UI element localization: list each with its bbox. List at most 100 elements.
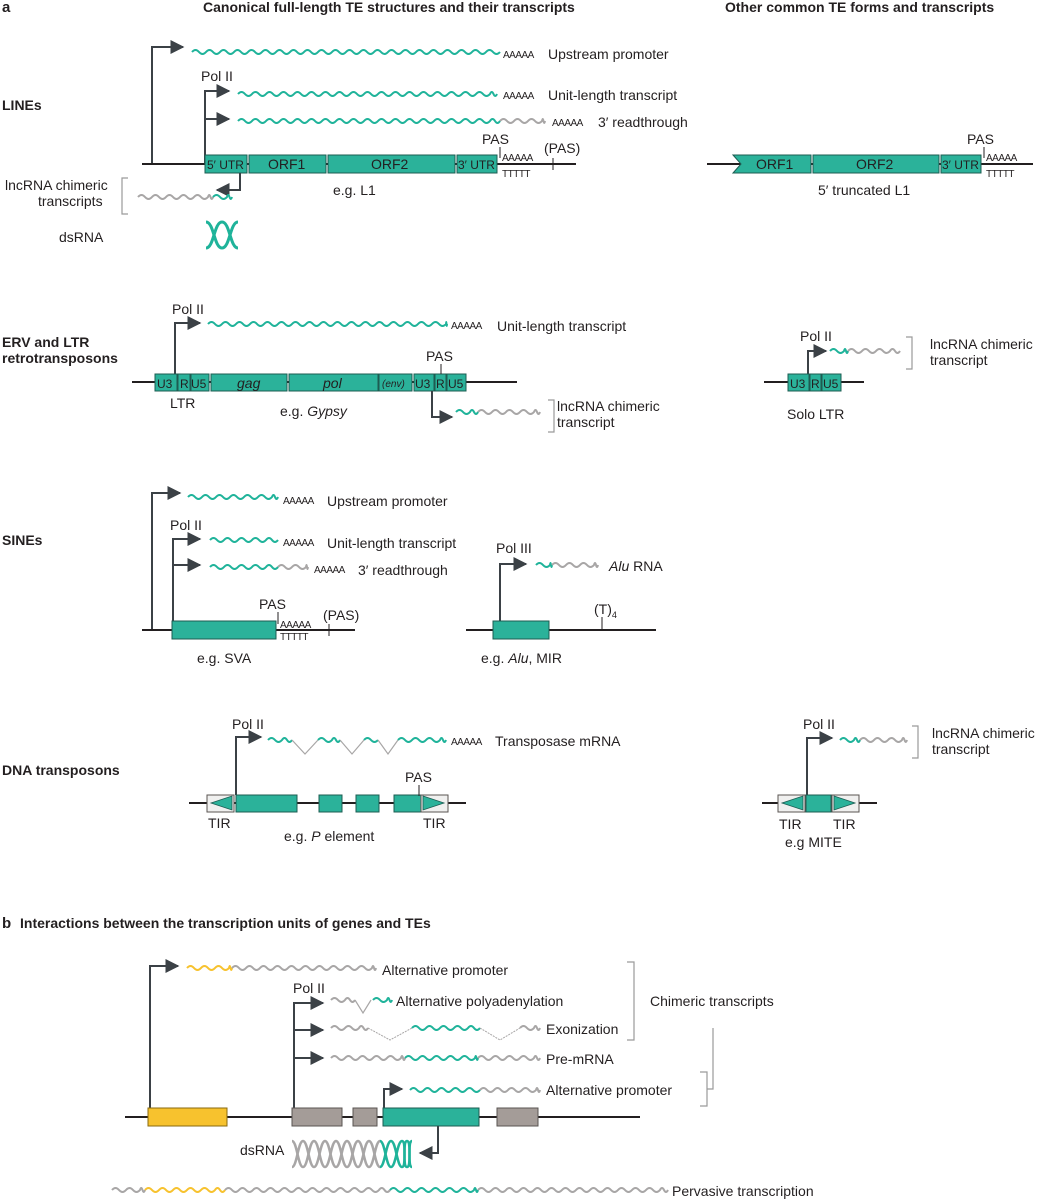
lines-unit-polya: AAAAA <box>503 91 535 102</box>
b-alt-promoter-label: Alternative promoter <box>382 962 508 978</box>
b-dsrna-strand <box>379 1139 414 1169</box>
lines-genome-polyt: TTTTT <box>502 169 530 180</box>
erv-lnc-grey <box>477 409 541 415</box>
b-altprom2-grey <box>479 1087 541 1093</box>
lines-antisense-arrow <box>215 173 241 197</box>
solo-r <box>809 373 822 392</box>
b-pol2-arrow <box>293 996 325 1117</box>
sines-upstream-arrow <box>151 486 182 630</box>
lines-lncrna-line1: lncRNA chimeric <box>5 177 108 193</box>
b-alt-promoter-arrow <box>149 959 180 1117</box>
lines-unit-label: Unit-length transcript <box>548 87 677 103</box>
lines-5utr-label: 5′ UTR <box>207 158 244 172</box>
dna-exon-4 <box>393 794 422 813</box>
erv-u5-right-label: U5 <box>448 377 464 391</box>
erv-u3-right-label: U3 <box>415 377 431 391</box>
b-gene-exon-3 <box>496 1107 539 1127</box>
erv-ltr: LTR <box>170 395 195 411</box>
mite-lnc-grey <box>859 737 908 743</box>
erv-gag-box <box>210 373 288 392</box>
erv-unit-label: Unit-length transcript <box>497 318 626 334</box>
upstream-promoter-arrow <box>151 40 185 164</box>
alu-rna-teal <box>535 562 553 568</box>
erv-lnc-line2: transcript <box>557 414 615 430</box>
alu-rna-grey <box>551 562 599 568</box>
solo-r-label: R <box>811 377 820 391</box>
b-bracket-1 <box>627 961 635 1041</box>
sines-genome-polya: AAAAA <box>280 620 312 631</box>
sines-unit-polya: AAAAA <box>283 538 315 549</box>
lines-3utr-box <box>456 154 498 174</box>
lines-lncrna-grey <box>137 194 214 200</box>
lines-upstream-polya: AAAAA <box>503 50 535 61</box>
b-exon-teal <box>411 1025 481 1031</box>
solo-pol2-arrow <box>807 344 828 374</box>
erv-r-left <box>177 373 191 392</box>
trunc-polya: AAAAA <box>986 153 1018 164</box>
lines-readthrough-rna-grey <box>499 118 546 124</box>
alu-pol3-arrow <box>499 557 528 622</box>
b-pervasive-teal <box>389 1187 479 1193</box>
erv-env-label: (env) <box>382 379 405 390</box>
trunc-pas: PAS <box>967 131 994 147</box>
lines-genome-polya: AAAAA <box>502 153 534 164</box>
b-exon-intron-2 <box>479 1027 521 1041</box>
dna-exon-3 <box>355 794 380 813</box>
dna-intron-2 <box>339 739 365 755</box>
solo-ltr-label: Solo LTR <box>787 406 844 422</box>
sines-upstream-label: Upstream promoter <box>327 493 448 509</box>
dna-tir-right-label: TIR <box>423 815 446 831</box>
erv-env-box <box>378 373 413 392</box>
sines-pol2-arrow <box>172 532 202 622</box>
lines-example: e.g. L1 <box>333 182 376 198</box>
solo-u5 <box>821 373 842 392</box>
lines-pas-paren: (PAS) <box>544 140 580 156</box>
dna-mrna-1 <box>267 737 293 743</box>
panel-b-title: Interactions between the transcription u… <box>20 915 431 931</box>
erv-lnc-bracket <box>548 399 555 433</box>
dna-example: e.g. P element <box>284 828 374 844</box>
dna-transposase-label: Transposase mRNA <box>495 733 621 749</box>
b-pervasive-grey-1 <box>111 1187 146 1193</box>
erv-u5-left <box>190 373 210 392</box>
b-apa-label: Alternative polyadenylation <box>396 993 563 1009</box>
dna-tir-right-arrow <box>422 795 446 811</box>
lines-dsrna-strand-1 <box>205 220 239 250</box>
b-altprom2-teal <box>409 1087 481 1093</box>
sines-readthrough-label: 3′ readthrough <box>358 562 448 578</box>
sines-upstream-polya: AAAAA <box>283 496 315 507</box>
b-dsrna-helix <box>291 1139 414 1169</box>
solo-pol2-label: Pol II <box>800 328 832 344</box>
lines-orf1-box <box>248 154 327 174</box>
lines-dsrna-strand-2 <box>205 220 239 250</box>
alu-t4: (T)4 <box>594 601 617 620</box>
b-alt-promoter-grey <box>231 965 377 971</box>
dna-mrna-3 <box>363 737 379 743</box>
erv-row-label-2: retrotransposons <box>2 350 118 366</box>
erv-pol-box <box>288 373 379 392</box>
sines-unit-label: Unit-length transcript <box>327 535 456 551</box>
trunc-3utr-label: 3′ UTR <box>942 158 979 172</box>
sva-box <box>171 620 277 640</box>
alu-example: e.g. Alu, MIR <box>481 650 562 666</box>
lines-pas: PAS <box>482 131 509 147</box>
erv-section: ERV and LTR retrotransposons Pol II AAAA… <box>2 301 1033 433</box>
solo-lnc-line1: lncRNA chimeric <box>930 336 1033 352</box>
sines-example: e.g. SVA <box>197 650 252 666</box>
b-dsrna-label: dsRNA <box>240 1142 285 1158</box>
b-apa-teal <box>372 997 393 1003</box>
solo-lnc-grey <box>847 348 901 354</box>
dna-mrna-2 <box>317 737 341 743</box>
mite-tir-right-label: TIR <box>833 816 856 832</box>
erv-r-right-label: R <box>436 377 445 391</box>
mite-lnc-bracket <box>912 725 919 759</box>
solo-u5-label: U5 <box>823 377 839 391</box>
b-te-exon <box>382 1107 480 1127</box>
alu-box <box>492 620 550 640</box>
erv-lnc-teal <box>455 409 479 415</box>
lines-upstream-label: Upstream promoter <box>548 46 669 62</box>
trunc-orf2-box <box>812 154 940 174</box>
mite-example: e.g MITE <box>785 834 842 850</box>
b-chimeric-label: Chimeric transcripts <box>650 993 774 1009</box>
b-exon-grey-2 <box>519 1025 541 1031</box>
